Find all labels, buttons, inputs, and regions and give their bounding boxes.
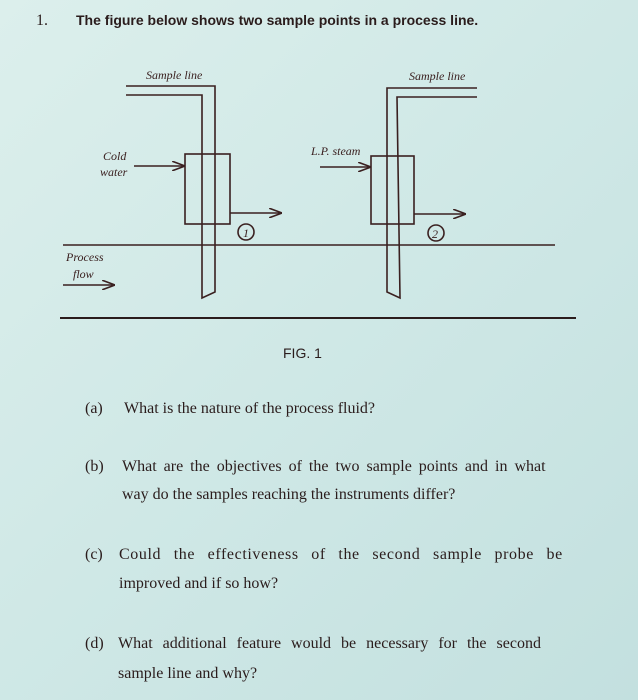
part-b-text-2: way do the samples reaching the instrume… — [122, 486, 456, 503]
sample-probe-2 — [320, 87, 477, 300]
flow-label: flow — [73, 267, 94, 281]
point-1-label: 1 — [243, 226, 249, 240]
part-d-text-1: What additional feature would be necessa… — [118, 635, 541, 652]
question-intro: The figure below shows two sample points… — [76, 12, 479, 28]
cold-label: Cold — [103, 149, 127, 163]
part-c-text-2: improved and if so how? — [119, 575, 279, 592]
process-label: Process — [65, 250, 104, 264]
part-b-text-1: What are the objectives of the two sampl… — [122, 458, 546, 475]
part-a-text: What is the nature of the process fluid? — [124, 400, 376, 417]
water-label: water — [100, 165, 128, 179]
part-d-text-2: sample line and why? — [118, 665, 258, 682]
lp-steam-label: L.P. steam — [310, 144, 361, 158]
sample-point-1-marker — [237, 223, 255, 241]
sample-probe-1 — [126, 85, 282, 300]
part-b-label: (b) — [85, 458, 104, 475]
steam-jacket-2 — [370, 155, 415, 225]
part-a-label: (a) — [85, 400, 103, 417]
question-number: 1. — [36, 12, 48, 29]
sample-point-2-marker — [427, 224, 445, 242]
part-c-text-1: Could the effectiveness of the second sa… — [119, 546, 563, 563]
part-d-label: (d) — [85, 635, 104, 652]
point-2-label: 2 — [432, 227, 438, 241]
part-c-label: (c) — [85, 546, 103, 563]
figure-caption: FIG. 1 — [283, 345, 322, 361]
process-diagram: Sample line Sample line Cold water L.P. … — [60, 68, 576, 319]
sample-line-label-2: Sample line — [409, 69, 466, 83]
cooling-jacket-1 — [184, 153, 231, 225]
sample-line-label-1: Sample line — [146, 68, 203, 82]
